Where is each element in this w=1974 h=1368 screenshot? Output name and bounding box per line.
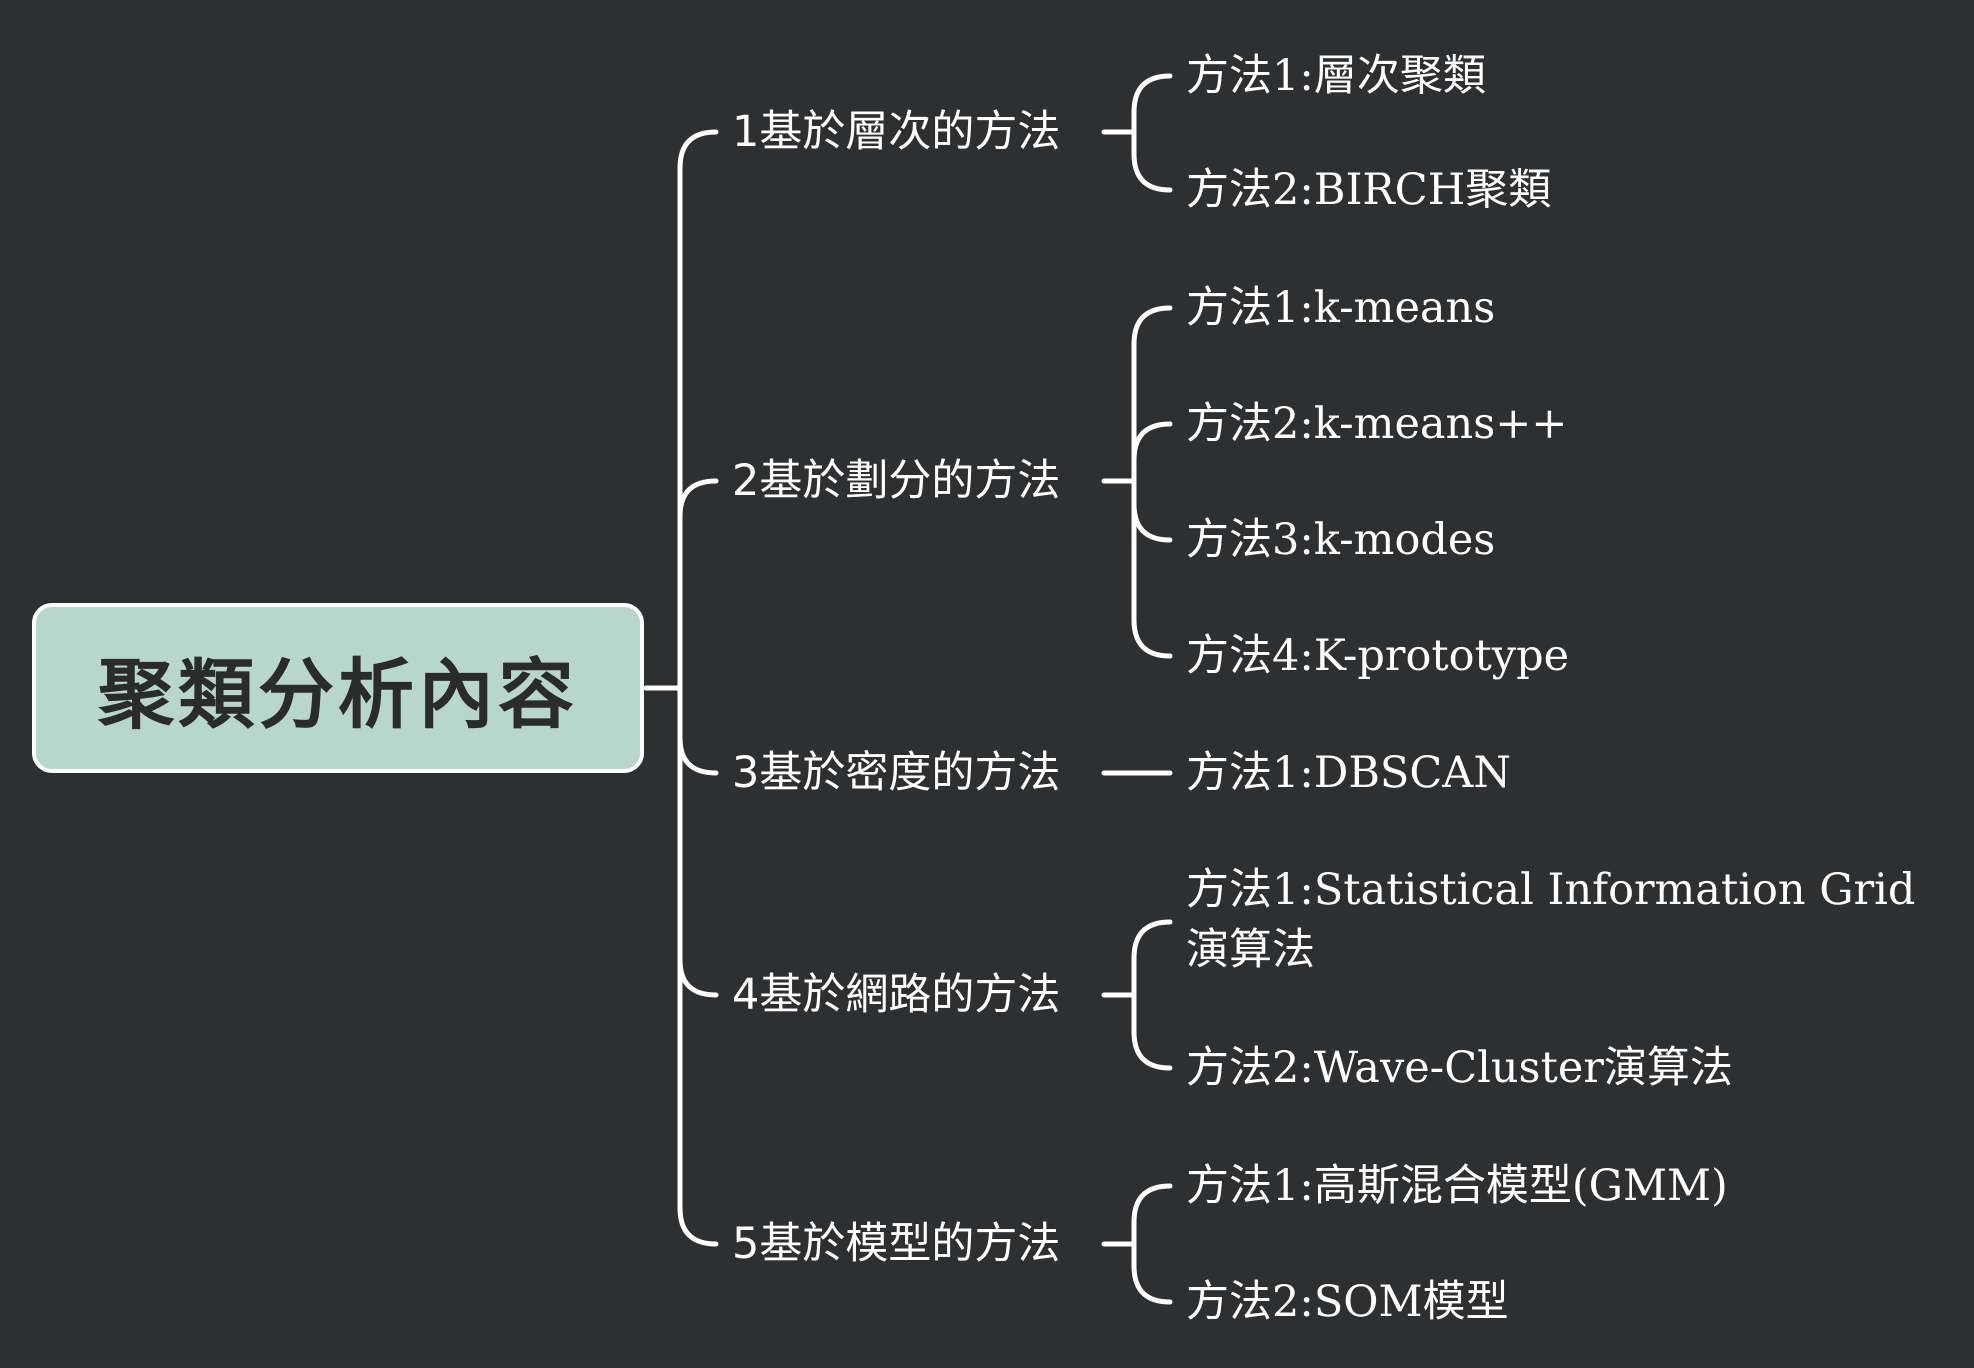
- branch-node-partitioning[interactable]: 2基於劃分的方法: [732, 456, 1061, 506]
- leaf-node-gmm[interactable]: 方法1:高斯混合模型(GMM): [1186, 1161, 1728, 1211]
- leaf-node-som[interactable]: 方法2:SOM模型: [1186, 1277, 1509, 1327]
- connector-trunk: [677, 129, 719, 1247]
- branch-node-density[interactable]: 3基於密度的方法: [732, 748, 1061, 798]
- connector-b1-bracket: [1131, 73, 1173, 193]
- leaf-node-sting-line1: 方法1:Statistical Information Grid: [1186, 865, 1916, 915]
- leaf-node-wave-cluster[interactable]: 方法2:Wave-Cluster演算法: [1186, 1043, 1733, 1093]
- branch-node-hierarchical[interactable]: 1基於層次的方法: [732, 107, 1061, 157]
- leaf-node-k-prototype[interactable]: 方法4:K-prototype: [1186, 631, 1570, 681]
- connector-b2-mid1: [1131, 421, 1173, 463]
- leaf-node-sting-line2: 演算法: [1186, 925, 1315, 975]
- leaf-node-k-modes[interactable]: 方法3:k-modes: [1186, 515, 1496, 565]
- connector-b4-bracket: [1131, 919, 1173, 1071]
- connector-b2-bracket: [1131, 305, 1173, 659]
- connector-branch-4: [677, 957, 719, 998]
- root-label: 聚類分析內容: [98, 650, 578, 739]
- connector-branch-3: [677, 735, 719, 776]
- branch-node-model[interactable]: 5基於模型的方法: [732, 1219, 1061, 1269]
- leaf-node-k-means[interactable]: 方法1:k-means: [1186, 283, 1496, 333]
- leaf-node-k-means-plus[interactable]: 方法2:k-means++: [1186, 399, 1568, 449]
- connector-branch-2: [677, 478, 719, 519]
- leaf-node-hierarchical-clustering[interactable]: 方法1:層次聚類: [1186, 51, 1486, 101]
- branch-node-grid[interactable]: 4基於網路的方法: [732, 970, 1061, 1020]
- connector-b5-bracket: [1131, 1183, 1173, 1305]
- leaf-node-birch[interactable]: 方法2:BIRCH聚類: [1186, 165, 1552, 215]
- leaf-node-sting[interactable]: 方法1:Statistical Information Grid 演算法: [1186, 860, 1915, 980]
- leaf-node-dbscan[interactable]: 方法1:DBSCAN: [1186, 748, 1511, 798]
- root-node[interactable]: 聚類分析內容: [32, 603, 644, 773]
- connector-b2-mid2: [1131, 501, 1173, 543]
